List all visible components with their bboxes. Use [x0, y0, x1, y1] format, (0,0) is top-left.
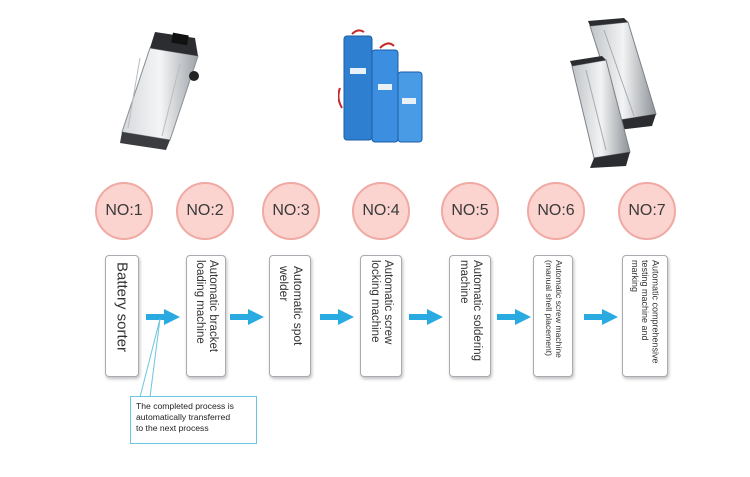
- step-6-number: NO:6: [527, 182, 585, 240]
- arrow-right-icon: [584, 309, 618, 325]
- step-6-label: Automatic screw machine (manual shell pl…: [544, 260, 564, 358]
- step-2-label: Automatic bracket loading machine: [194, 260, 220, 353]
- step-5-label: Automatic soldering machine: [458, 260, 484, 361]
- step-5-box: Automatic soldering machine: [449, 255, 491, 377]
- step-7-number: NO:7: [618, 182, 676, 240]
- step-2-box: Automatic bracket loading machine: [186, 255, 226, 377]
- step-4-number: NO:4: [352, 182, 410, 240]
- step-4-box: Automatic screw locking machine: [360, 255, 402, 377]
- step-5-number: NO:5: [441, 182, 499, 240]
- arrow-right-icon: [146, 309, 180, 325]
- arrow-right-icon: [409, 309, 443, 325]
- step-6-box: Automatic screw machine (manual shell pl…: [533, 255, 573, 377]
- arrow-right-icon: [230, 309, 264, 325]
- step-3-label: Automatic spot welder: [277, 266, 305, 346]
- step-7-label: Automatic comprehensive testing machine …: [629, 260, 661, 364]
- step-7-box: Automatic comprehensive testing machine …: [622, 255, 668, 377]
- battery-cells-blue-icon: [338, 28, 428, 148]
- callout-note: The completed process is automatically t…: [130, 396, 257, 444]
- step-4-label: Automatic screw locking machine: [369, 260, 395, 345]
- arrow-right-icon: [320, 309, 354, 325]
- battery-pack-pair-silver-icon: [568, 18, 668, 170]
- battery-pack-silver-case-icon: [110, 28, 210, 153]
- step-1-number: NO:1: [95, 182, 153, 240]
- step-1-box: Battery sorter: [105, 255, 139, 377]
- arrow-right-icon: [497, 309, 531, 325]
- step-1-label: Battery sorter: [113, 262, 131, 353]
- step-3-box: Automatic spot welder: [269, 255, 311, 377]
- step-3-number: NO:3: [262, 182, 320, 240]
- step-2-number: NO:2: [176, 182, 234, 240]
